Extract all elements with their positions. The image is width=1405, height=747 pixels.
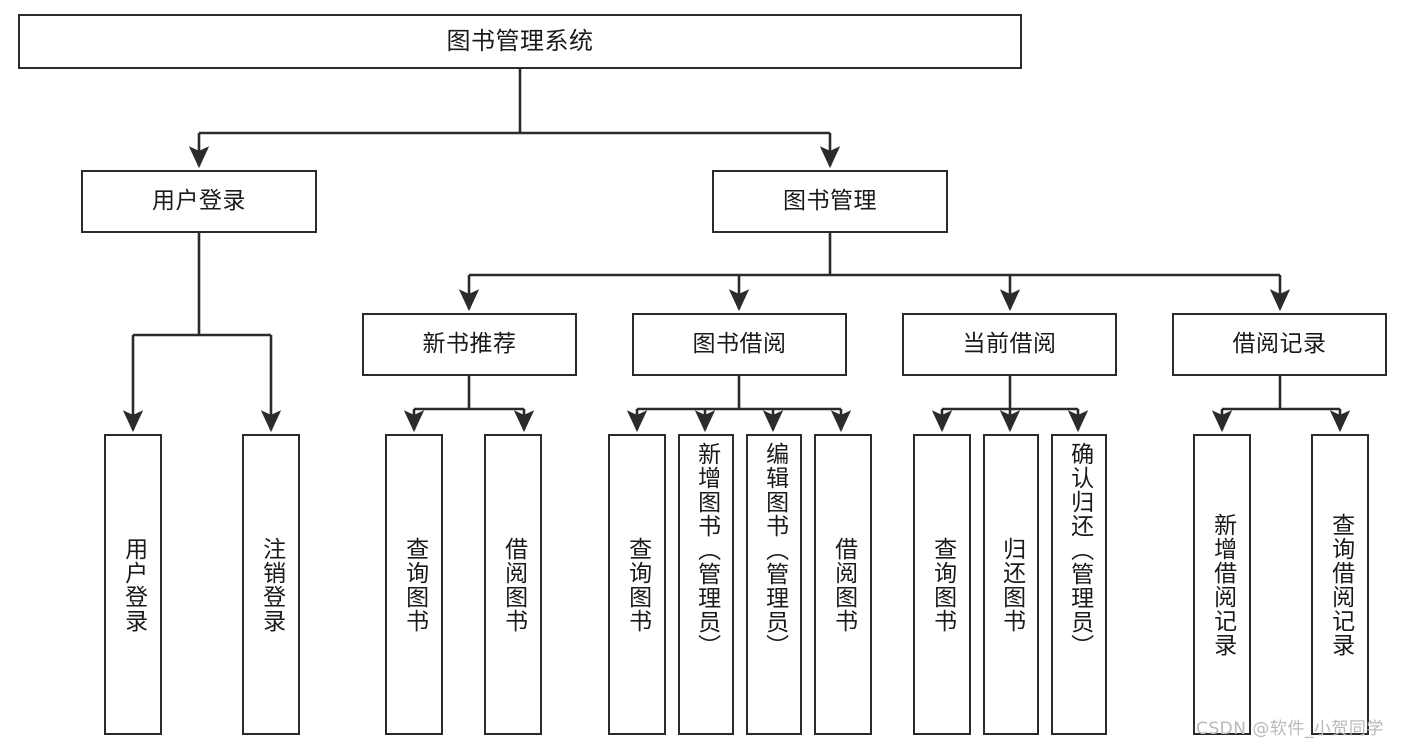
node-leaf-edit-book-admin-label: 编辑图书（管理员）	[761, 442, 788, 658]
node-leaf-return-book[interactable]: 归还图书	[983, 434, 1039, 735]
node-leaf-borrow-book-borrow[interactable]: 借阅图书	[814, 434, 872, 735]
node-leaf-edit-book-admin[interactable]: 编辑图书（管理员）	[746, 434, 802, 735]
node-user-login[interactable]: 用户登录	[81, 170, 317, 233]
node-leaf-logout-label: 注销登录	[258, 536, 285, 633]
node-leaf-confirm-return-admin[interactable]: 确认归还（管理员）	[1051, 434, 1107, 735]
node-leaf-query-book-borrow-label: 查询图书	[624, 536, 651, 633]
node-current-borrow[interactable]: 当前借阅	[902, 313, 1117, 376]
node-book-manage-label: 图书管理	[783, 187, 877, 214]
node-borrow-record[interactable]: 借阅记录	[1172, 313, 1387, 376]
node-leaf-query-book-rec-label: 查询图书	[401, 536, 428, 633]
node-leaf-add-borrow-record-label: 新增借阅记录	[1209, 512, 1236, 657]
node-leaf-borrow-book-rec-label: 借阅图书	[500, 536, 527, 633]
node-leaf-query-book-current-label: 查询图书	[929, 536, 956, 633]
node-new-book-recommend-label: 新书推荐	[422, 330, 517, 357]
node-book-manage[interactable]: 图书管理	[712, 170, 948, 233]
node-leaf-borrow-book-borrow-label: 借阅图书	[830, 536, 857, 633]
node-leaf-return-book-label: 归还图书	[998, 536, 1025, 633]
node-leaf-query-borrow-record-label: 查询借阅记录	[1327, 512, 1354, 657]
node-leaf-confirm-return-admin-label: 确认归还（管理员）	[1066, 442, 1093, 658]
node-new-book-recommend[interactable]: 新书推荐	[362, 313, 577, 376]
node-leaf-query-book-current[interactable]: 查询图书	[913, 434, 971, 735]
node-borrow-record-label: 借阅记录	[1232, 330, 1327, 357]
node-leaf-add-book-admin[interactable]: 新增图书（管理员）	[678, 434, 734, 735]
node-book-borrow-label: 图书借阅	[692, 330, 787, 357]
node-leaf-user-login[interactable]: 用户登录	[104, 434, 162, 735]
node-root[interactable]: 图书管理系统	[18, 14, 1022, 69]
node-leaf-query-book-borrow[interactable]: 查询图书	[608, 434, 666, 735]
node-user-login-label: 用户登录	[152, 187, 246, 214]
node-root-label: 图书管理系统	[446, 27, 594, 56]
node-current-borrow-label: 当前借阅	[962, 330, 1057, 357]
node-leaf-query-book-rec[interactable]: 查询图书	[385, 434, 443, 735]
node-leaf-add-borrow-record[interactable]: 新增借阅记录	[1193, 434, 1251, 735]
node-leaf-user-login-label: 用户登录	[120, 536, 147, 633]
node-leaf-add-book-admin-label: 新增图书（管理员）	[693, 442, 720, 658]
node-leaf-logout[interactable]: 注销登录	[242, 434, 300, 735]
node-book-borrow[interactable]: 图书借阅	[632, 313, 847, 376]
csdn-watermark: CSDN @软件_小贺同学	[1196, 719, 1384, 739]
node-leaf-query-borrow-record[interactable]: 查询借阅记录	[1311, 434, 1369, 735]
node-leaf-borrow-book-rec[interactable]: 借阅图书	[484, 434, 542, 735]
